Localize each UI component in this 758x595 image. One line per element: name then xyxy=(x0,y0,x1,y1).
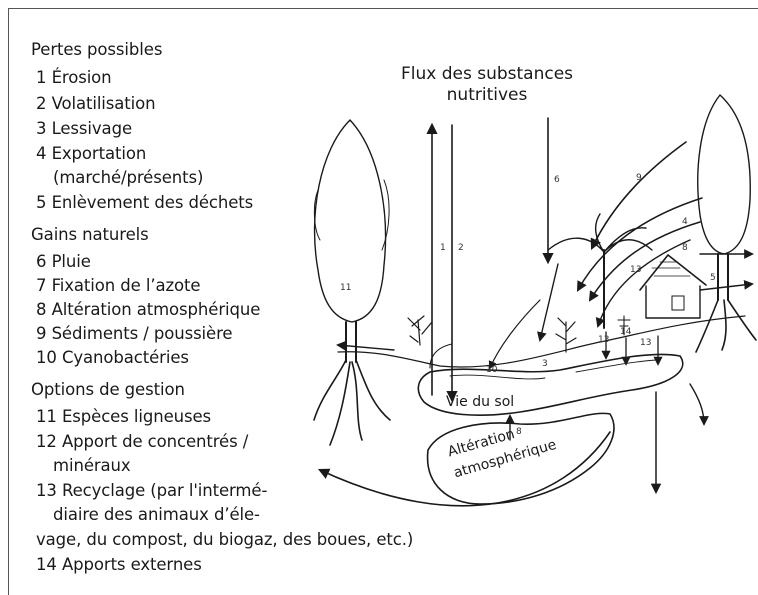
left-tree-icon xyxy=(314,120,390,445)
right-tree-icon xyxy=(696,95,756,352)
svg-text:1: 1 xyxy=(440,243,446,253)
svg-text:14: 14 xyxy=(620,327,632,337)
svg-text:10: 10 xyxy=(486,365,498,375)
svg-text:8: 8 xyxy=(682,243,688,253)
svg-text:4: 4 xyxy=(682,217,688,227)
svg-text:13: 13 xyxy=(630,265,641,275)
svg-text:2: 2 xyxy=(458,243,464,253)
svg-text:9: 9 xyxy=(636,173,642,183)
svg-text:6: 6 xyxy=(554,175,560,185)
small-arrow-numbers: 1 2 6 9 4 8 5 13 13 14 13 10 11 8 3 xyxy=(340,173,716,437)
svg-text:8: 8 xyxy=(516,427,522,437)
soil-life-label: Vie du sol xyxy=(446,394,514,410)
svg-text:3: 3 xyxy=(542,359,548,369)
svg-text:5: 5 xyxy=(710,273,716,283)
svg-text:11: 11 xyxy=(340,283,351,293)
svg-text:13: 13 xyxy=(640,338,651,348)
house-icon xyxy=(640,255,706,318)
shrub-icons xyxy=(408,316,630,352)
svg-text:13: 13 xyxy=(598,335,609,345)
